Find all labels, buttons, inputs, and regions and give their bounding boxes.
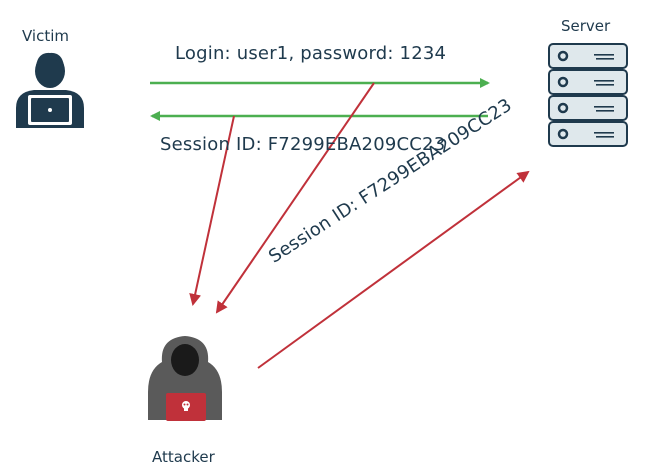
skull-icon xyxy=(182,401,190,411)
attacker-label: Attacker xyxy=(152,448,215,466)
server-label: Server xyxy=(561,17,611,35)
hijack-arrow xyxy=(257,170,530,369)
victim-label: Victim xyxy=(22,27,70,45)
login-message: Login: user1, password: 1234 xyxy=(175,43,447,64)
victim-icon xyxy=(16,52,84,128)
intercept-session-arrow xyxy=(189,115,235,306)
session-message: Session ID: F7299EBA209CC23 xyxy=(160,134,446,155)
intercept-login-arrow xyxy=(215,82,375,314)
server-icon xyxy=(548,43,628,147)
attacker-icon xyxy=(148,336,222,421)
